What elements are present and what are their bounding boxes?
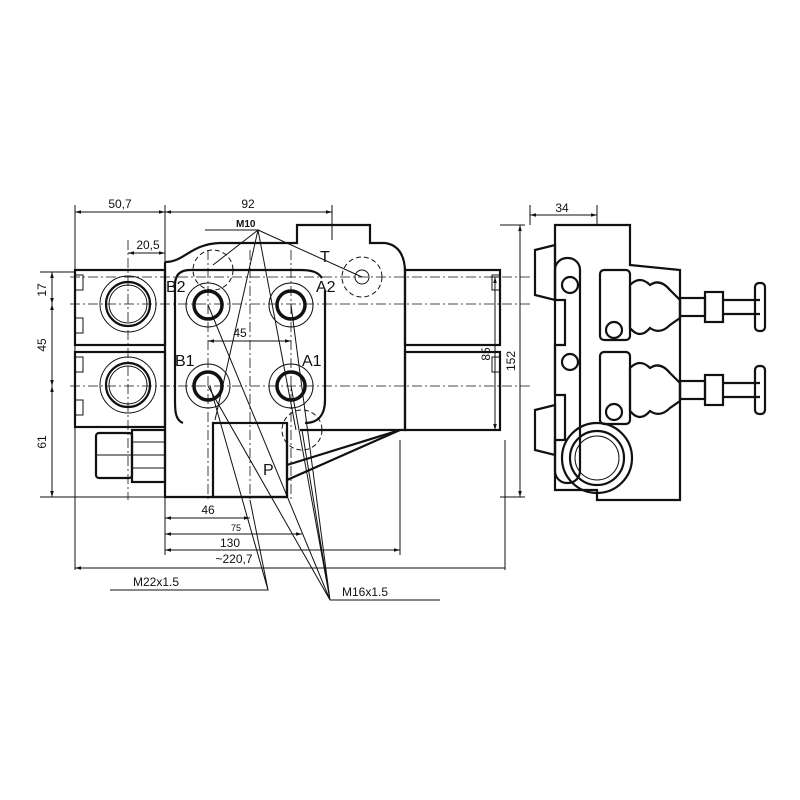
port-label-a1: A1: [302, 353, 322, 370]
dim-34: 34: [555, 201, 569, 215]
dim-20-5: 20,5: [136, 238, 160, 252]
front-view: [70, 223, 530, 601]
side-view: [533, 223, 767, 502]
port-label-p: P: [263, 462, 274, 479]
dim-85: 85: [479, 347, 493, 361]
dim-130: 130: [220, 536, 240, 550]
dimensions: [40, 205, 598, 570]
thread-label-m10: M10: [236, 219, 256, 230]
port-label-t: T: [320, 249, 330, 266]
left-section-top: [73, 268, 167, 347]
port-label-b2: B2: [166, 279, 186, 296]
dim-46: 46: [201, 503, 215, 517]
thread-label-m16: M16x1.5: [342, 585, 388, 599]
p-port-side: [560, 421, 634, 495]
mount-hole-b2: [192, 249, 234, 291]
hex-fitting: [94, 428, 167, 484]
mount-hole-p: [281, 409, 323, 451]
dim-45-vertical: 45: [35, 338, 49, 352]
thread-label-m22: M22x1.5: [133, 575, 179, 589]
dim-92: 92: [241, 197, 255, 211]
dim-17: 17: [35, 283, 49, 297]
main-block-outline: [163, 223, 407, 499]
dim-220-7: ~220,7: [215, 552, 252, 566]
dim-45-horizontal: 45: [233, 326, 247, 340]
port-label-a2: A2: [316, 279, 336, 296]
dim-61: 61: [35, 435, 49, 449]
dim-75: 75: [231, 523, 241, 533]
dim-152: 152: [504, 351, 518, 371]
lever-bottom: [628, 361, 767, 419]
left-section-bottom: [73, 350, 167, 429]
lever-top: [628, 278, 767, 336]
port-label-b1: B1: [175, 353, 195, 370]
dim-50-7: 50,7: [108, 197, 132, 211]
